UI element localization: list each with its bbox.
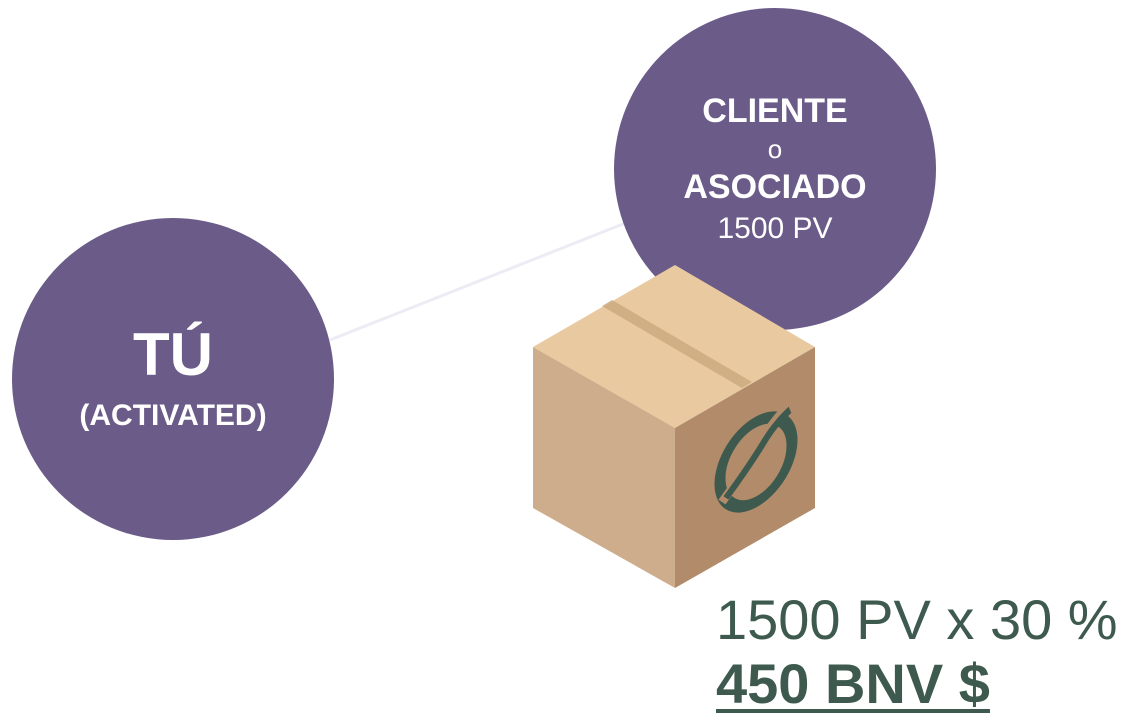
- client-node: CLIENTE o ASOCIADO 1500 PV: [614, 8, 936, 330]
- client-label: CLIENTE: [702, 92, 848, 131]
- client-or-label: o: [767, 133, 783, 164]
- you-title: TÚ: [133, 321, 213, 388]
- associate-label: ASOCIADO: [683, 168, 867, 207]
- box-tape: [602, 300, 752, 388]
- commission-calculation: 1500 PV x 30 % 450 BNV $: [716, 588, 1118, 717]
- you-status: (ACTIVATED): [79, 399, 267, 432]
- commission-formula: 1500 PV x 30 %: [716, 588, 1118, 651]
- package-box: [533, 265, 815, 588]
- box-left-face: [533, 347, 675, 588]
- you-node: TÚ (ACTIVATED): [12, 218, 334, 540]
- recycle-leaf-icon: [714, 398, 798, 513]
- commission-result: 450 BNV $: [716, 652, 990, 716]
- client-pv: 1500 PV: [717, 211, 833, 245]
